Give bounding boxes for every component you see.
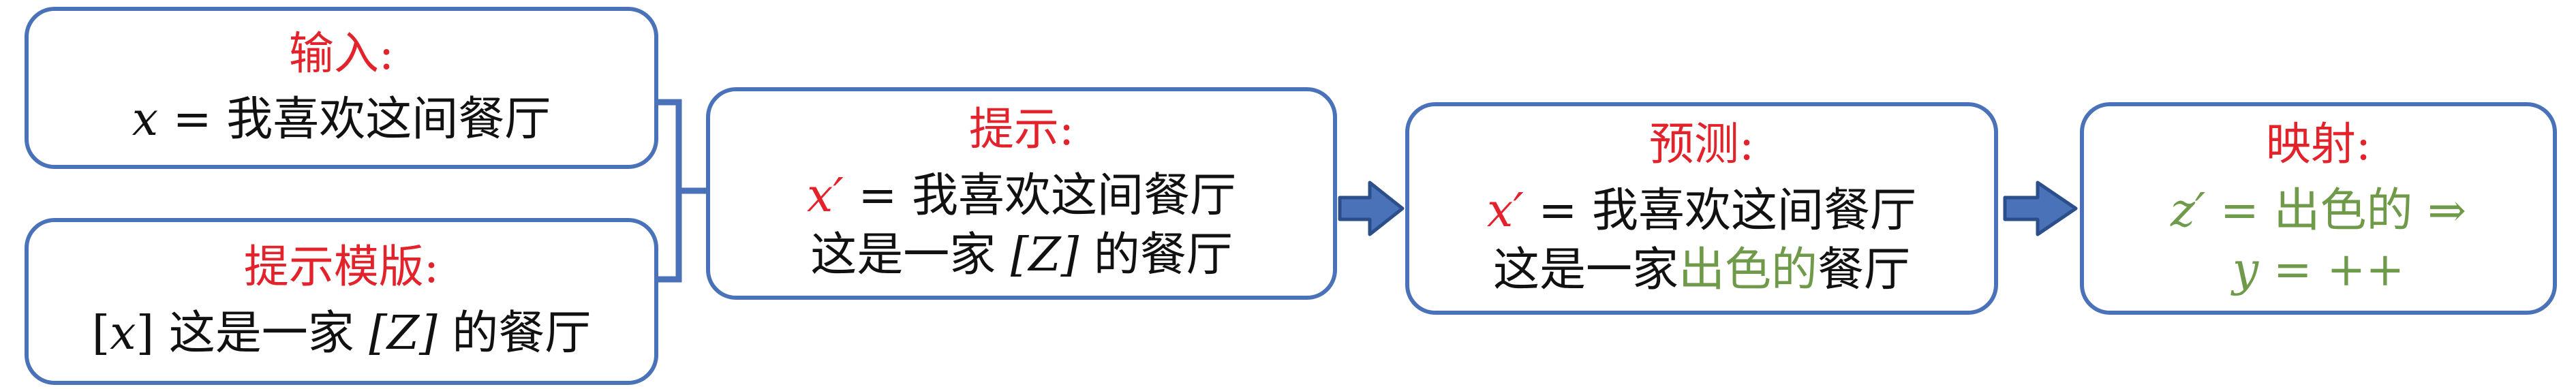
mapping-z-var: z′ [2170,183,2206,238]
prediction-title: 预测: [1649,118,1755,171]
template-line: [x] 这是一家 [Z] 的餐厅 [92,304,592,363]
mapping-box: 映射: z′ = 出色的 ⇒ y = ++ [2080,102,2557,315]
template-title: 提示模版: [243,240,440,294]
input-box: 输入: x = 我喜欢这间餐厅 [25,7,658,169]
prompt-eq: = [843,168,912,223]
arrow-predict-to-map [2003,181,2078,236]
prediction-text2: 餐厅 [1818,243,1911,297]
prediction-line-2: 这是一家出色的餐厅 [1493,240,1910,300]
arrow-prompt-to-predict [1338,181,1405,236]
prompt-text2: 的餐厅 [1079,228,1233,282]
mapping-z-eq: = [2205,183,2274,238]
prediction-line-1: x′ = 我喜欢这间餐厅 [1487,181,1916,240]
prompt-box: 提示: x′ = 我喜欢这间餐厅 这是一家 [Z] 的餐厅 [706,87,1337,300]
prediction-box: 预测: x′ = 我喜欢这间餐厅 这是一家出色的餐厅 [1405,102,1998,315]
mapping-y-var: y [2232,243,2259,297]
merge-bracket [658,99,706,283]
template-box: 提示模版: [x] 这是一家 [Z] 的餐厅 [25,218,658,385]
input-eq: = [158,93,227,147]
mapping-label: ++ [2327,243,2405,297]
input-var: x [132,93,159,147]
prediction-eq: = [1523,183,1592,238]
template-text1: 这是一家 [154,306,369,360]
prediction-text1: 这是一家 [1492,243,1678,297]
template-text2: 的餐厅 [437,306,592,360]
mapping-answer: 出色的 [2273,183,2413,238]
prompt-text: 我喜欢这间餐厅 [912,168,1237,223]
input-text: 我喜欢这间餐厅 [226,93,551,147]
prompt-text1: 这是一家 [810,228,1011,282]
prompt-var: x′ [806,168,844,223]
template-slot: [Z] [369,306,438,360]
input-title: 输入: [288,27,395,80]
prediction-answer: 出色的 [1678,243,1818,297]
prompt-title: 提示: [968,103,1075,156]
prediction-var: x′ [1486,183,1524,238]
input-line: x = 我喜欢这间餐厅 [132,90,551,149]
template-close-bracket: ] [136,306,155,360]
mapping-line-2: y = ++ [2233,240,2405,300]
mapping-line-1: z′ = 出色的 ⇒ [2171,181,2466,240]
mapping-implies: ⇒ [2412,183,2467,238]
prompt-line-1: x′ = 我喜欢这间餐厅 [807,166,1236,225]
prompt-line-2: 这是一家 [Z] 的餐厅 [810,225,1233,285]
mapping-title: 映射: [2265,118,2372,171]
template-open-bracket: [ [91,306,110,360]
mapping-y-eq: = [2258,243,2327,297]
template-var: x [110,306,136,360]
prediction-text: 我喜欢这间餐厅 [1592,183,1917,238]
prompt-slot: [Z] [1010,228,1079,282]
